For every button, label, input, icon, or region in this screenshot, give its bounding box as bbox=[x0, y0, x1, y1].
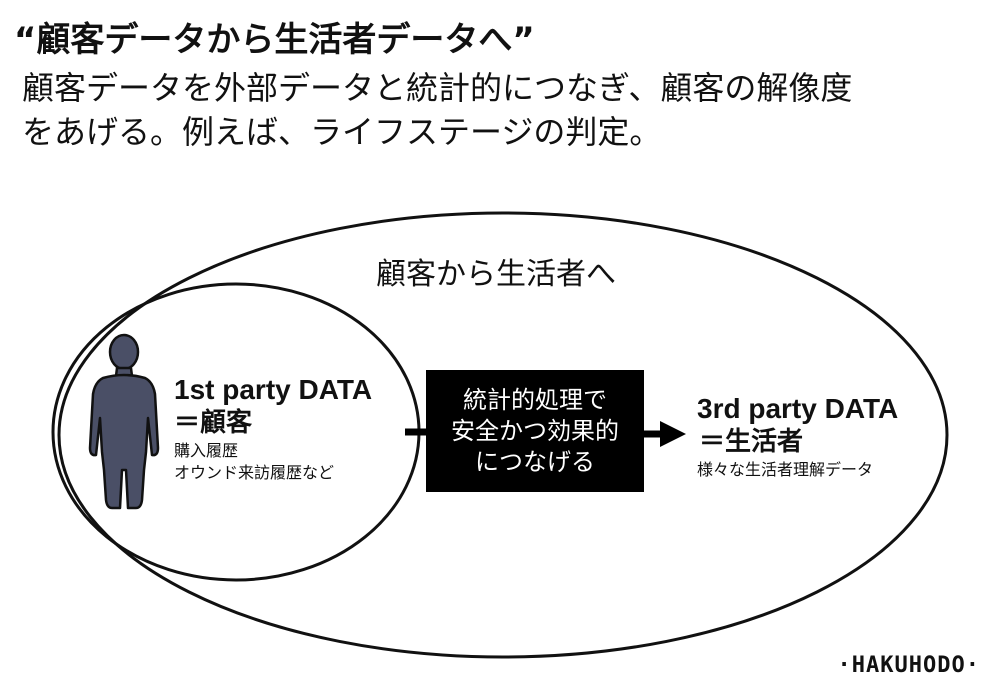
process-box: 統計的処理で 安全かつ効果的 につなげる bbox=[426, 370, 644, 492]
outer-ellipse-label: 顧客から生活者へ bbox=[376, 257, 616, 292]
subtitle-line-1: 顧客データを外部データと統計的につなぎ、顧客の解像度 bbox=[22, 69, 853, 107]
subtitle-line-2: をあげる。例えば、ライフステージの判定。 bbox=[22, 113, 662, 151]
process-line-3: につなげる bbox=[475, 447, 595, 476]
process-line-1: 統計的処理で bbox=[463, 385, 607, 414]
outer-ellipse-consumers bbox=[57, 211, 949, 659]
third-party-block: 3rd party DATA ＝生活者 様々な生活者理解データ bbox=[697, 393, 898, 481]
arrow-right-icon bbox=[644, 421, 686, 447]
person-silhouette-icon bbox=[88, 333, 160, 510]
process-line-2: 安全かつ効果的 bbox=[451, 416, 619, 445]
first-party-detail-2: オウンド来訪履歴など bbox=[174, 463, 335, 482]
first-party-heading: 1st party DATA bbox=[174, 374, 373, 405]
third-party-detail: 様々な生活者理解データ bbox=[697, 460, 874, 479]
first-party-detail-1: 購入履歴 bbox=[174, 441, 239, 460]
first-party-subheading: ＝顧客 bbox=[174, 408, 253, 438]
third-party-subheading: ＝生活者 bbox=[699, 427, 804, 457]
first-party-block: 1st party DATA ＝顧客 購入履歴 オウンド来訪履歴など bbox=[174, 374, 372, 484]
page-subtitle: 顧客データを外部データと統計的につなぎ、顧客の解像度 をあげる。例えば、ライフス… bbox=[22, 66, 982, 154]
third-party-heading: 3rd party DATA bbox=[697, 393, 899, 424]
page-title: “顧客データから生活者データへ” bbox=[14, 20, 535, 60]
hakuhodo-logo: ·HAKUHODO· bbox=[837, 653, 980, 678]
